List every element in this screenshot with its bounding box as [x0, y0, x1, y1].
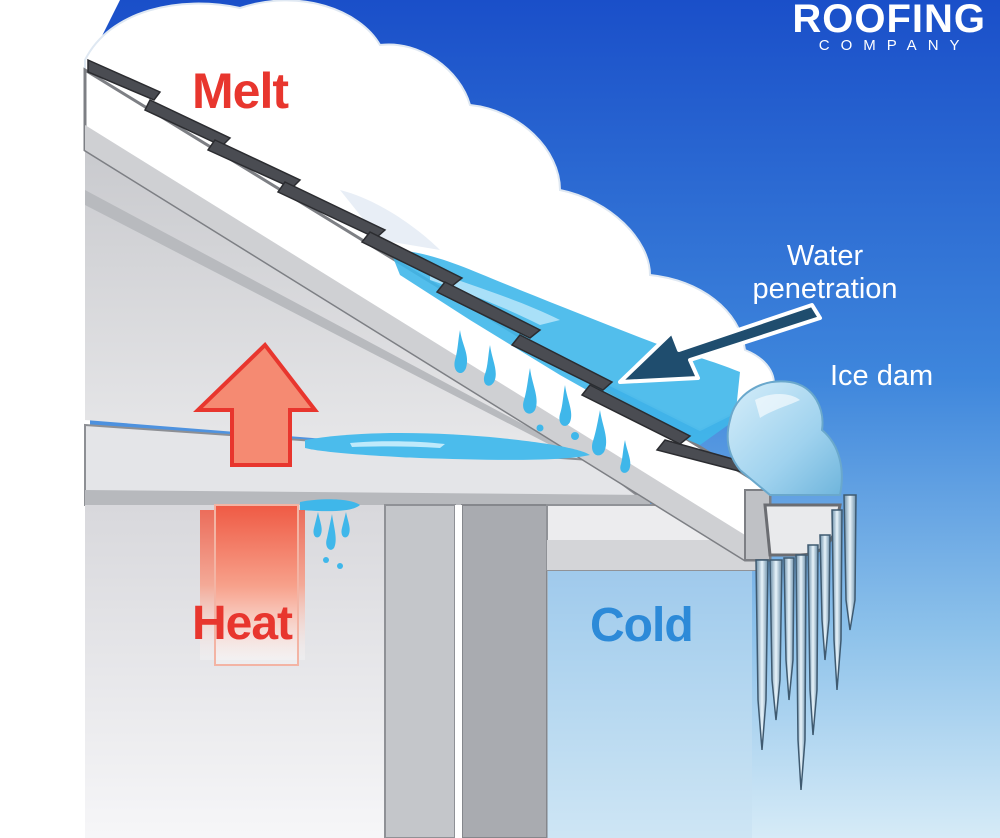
water-drips — [454, 330, 631, 473]
heat-label: Heat — [192, 597, 293, 650]
ceiling-puddle — [305, 433, 590, 460]
heat-arrow-upper — [193, 342, 320, 467]
melt-label: Melt — [192, 63, 289, 119]
exterior-wall-strip — [547, 555, 752, 838]
post-gap — [455, 505, 462, 838]
ice-highlight — [755, 394, 800, 418]
attic-rafter — [85, 190, 590, 460]
eave-underside — [547, 540, 760, 570]
heat-arrow-lower-body — [214, 504, 299, 666]
ice-dam — [726, 380, 843, 496]
brand-name: ROOFING — [792, 0, 986, 41]
cold-label: Cold — [590, 599, 694, 652]
water-penetration-label: Water penetration — [752, 240, 898, 305]
water-penetration-arrow — [618, 303, 822, 384]
post-1 — [384, 504, 456, 838]
ceiling-drips — [300, 499, 360, 569]
meltwater-highlight — [430, 270, 560, 325]
post-2 — [461, 504, 548, 838]
shingles — [87, 58, 767, 477]
snow-shadow — [340, 190, 440, 250]
brand-logo: ROOFING COMPANY — [792, 0, 986, 54]
ice-dam-label: Ice dam — [830, 360, 934, 392]
brand-tagline: COMPANY — [818, 37, 971, 54]
ceiling-edge — [85, 490, 650, 505]
puddle-highlight — [350, 441, 445, 448]
icicles — [755, 494, 857, 791]
